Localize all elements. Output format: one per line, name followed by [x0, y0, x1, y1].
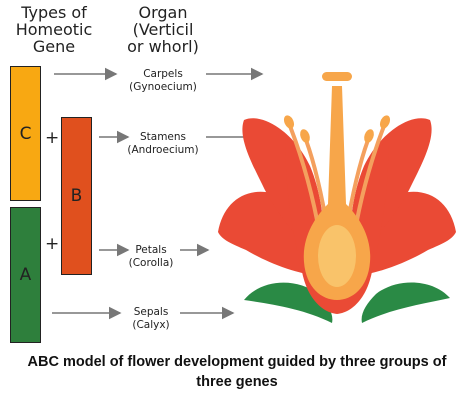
anther-2	[300, 129, 310, 143]
anther-3	[379, 115, 391, 129]
gene-header-line1: Types of	[21, 3, 87, 22]
organ-petals-name: Petals	[135, 244, 167, 256]
organ-carpels-sub: (Gynoecium)	[129, 81, 197, 93]
organ-header-line2: (Verticil	[132, 20, 194, 39]
organ-carpels-name: Carpels	[143, 68, 183, 80]
anther-1	[283, 115, 295, 129]
gene-a-label: A	[19, 265, 32, 285]
organ-petals-sub: (Corolla)	[128, 257, 174, 269]
anther-4	[364, 129, 374, 143]
caption-line1: ABC model of flower development guided b…	[27, 354, 447, 370]
plus-cb: +	[45, 128, 60, 148]
carpel-stigma	[322, 72, 352, 81]
sepal-right	[361, 282, 450, 323]
caption: ABC model of flower development guided b…	[0, 352, 474, 392]
gene-header-line3: Gene	[32, 37, 76, 56]
gene-a-box: A	[10, 207, 41, 343]
plus-ab: +	[45, 234, 60, 254]
organ-sepals: Sepals (Calyx)	[118, 306, 184, 332]
organ-petals: Petals (Corolla)	[118, 244, 184, 270]
organ-sepals-sub: (Calyx)	[132, 319, 170, 331]
arrows	[52, 67, 264, 320]
flower-anthers	[283, 115, 391, 143]
carpel-ovary	[318, 225, 356, 287]
organ-carpels: Carpels (Gynoecium)	[118, 68, 208, 94]
organ-sepals-name: Sepals	[133, 306, 169, 318]
gene-c-box: C	[10, 66, 41, 201]
caption-line2: three genes	[196, 374, 278, 390]
gene-c-label: C	[19, 123, 32, 144]
gene-b-box: B	[61, 117, 92, 275]
organ-header-line1: Organ	[138, 3, 188, 22]
organ-stamens-sub: (Androecium)	[127, 144, 199, 156]
organ-stamens: Stamens (Androecium)	[118, 131, 208, 157]
gene-header: Types of Homeotic Gene	[8, 4, 100, 55]
gene-header-line2: Homeotic	[15, 20, 93, 39]
flower-carpel	[303, 72, 371, 300]
organ-stamens-name: Stamens	[139, 131, 187, 143]
gene-b-label: B	[70, 186, 83, 206]
organ-header: Organ (Verticil or whorl)	[108, 4, 218, 55]
organ-header-line3: or whorl)	[127, 37, 199, 56]
